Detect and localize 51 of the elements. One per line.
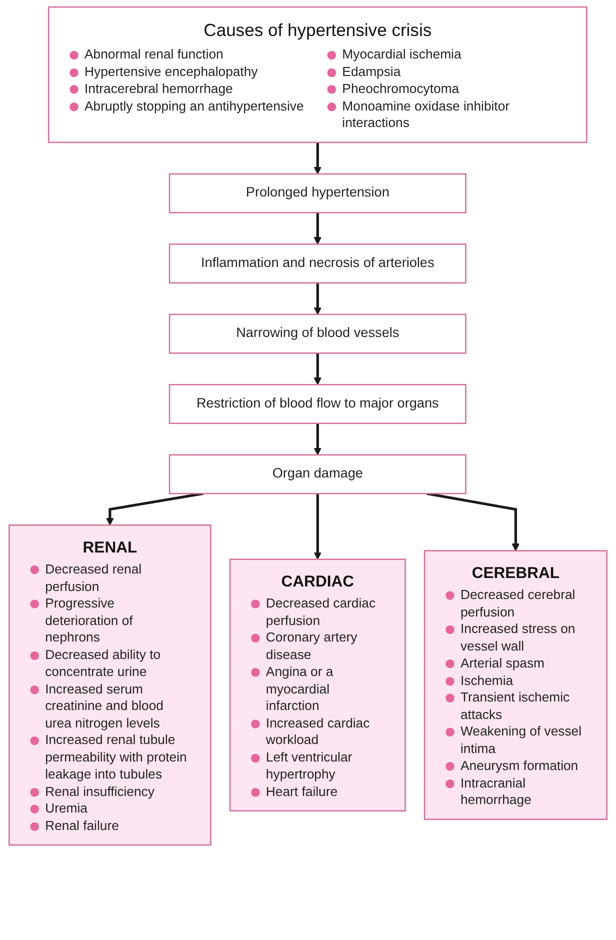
list-item: Increased cardiac workload (266, 714, 371, 750)
arrow (314, 494, 322, 560)
list-item: Edampsia (342, 64, 402, 81)
list-item: Left ventricular hypertrophy (266, 749, 354, 784)
list-item: Intracerebral hemorrhage (84, 80, 234, 98)
list-item: Abnormal renal function (84, 46, 224, 64)
list-item: Abruptly stopping an antihypertensive (84, 98, 305, 115)
list-item: Renal insufficiency (45, 783, 156, 800)
arrow (426, 492, 520, 552)
box-heading: Causes of hypertensive crisis (202, 20, 433, 42)
list-item: Increased stress on vessel wall (460, 620, 576, 656)
node-box: Inflammation and necrosis of arterioles (168, 244, 466, 284)
list-item: Pheochromocytoma (342, 80, 460, 98)
node-box (424, 550, 608, 820)
list-item: Progressive deterioration of nephrons (45, 595, 134, 646)
list-item: Decreased ability to concentrate urine (45, 646, 162, 681)
list-item: Angina or a myocardial infarction (266, 664, 334, 715)
node-box (229, 558, 406, 812)
arrow (106, 492, 204, 526)
list-item: Transient ischemic attacks (460, 689, 571, 724)
node-box: Restriction of blood flow to major organs (168, 384, 466, 424)
list-item: Uremia (45, 800, 88, 818)
list-item: Heart failure (266, 783, 339, 800)
list-item: Myocardial ischemia (342, 46, 462, 64)
node-box: Prolonged hypertension (168, 173, 466, 214)
arrow (314, 212, 322, 245)
box-heading: RENAL (82, 537, 138, 558)
list-item: Decreased renal perfusion (45, 561, 143, 596)
list-item: Aneurysm formation (460, 758, 580, 775)
list-item: Hypertensive encephalopathy (84, 64, 259, 81)
arrow (314, 282, 322, 315)
arrow (314, 142, 322, 174)
arrow (314, 423, 322, 456)
list-item: Monoamine oxidase inhibitor interactions (342, 98, 511, 132)
list-item: Coronary artery disease (266, 629, 358, 664)
list-item: Renal failure (45, 817, 120, 834)
box-heading: CARDIAC (280, 571, 355, 592)
list-item: Arterial spasm (460, 655, 546, 672)
list-item: Ischemia (460, 672, 514, 690)
node-box: Organ damage (168, 454, 466, 494)
list-item: Weakening of vessel intima (460, 723, 583, 758)
node-box: Narrowing of blood vessels (168, 314, 466, 354)
node-box (8, 524, 212, 846)
list-item: Decreased cerebral perfusion (460, 586, 576, 621)
box-heading: CEREBRAL (470, 562, 561, 584)
arrow (314, 353, 322, 385)
list-item: Decreased cardiac perfusion (266, 595, 377, 630)
list-item: Increased serum creatinine and blood urea nitrogen levels (45, 680, 164, 732)
list-item: Increased renal tubule permeability with protein leakage into tubules (45, 732, 188, 784)
list-item: Intracranial hemorrhage (460, 774, 532, 809)
node-box (48, 6, 588, 144)
